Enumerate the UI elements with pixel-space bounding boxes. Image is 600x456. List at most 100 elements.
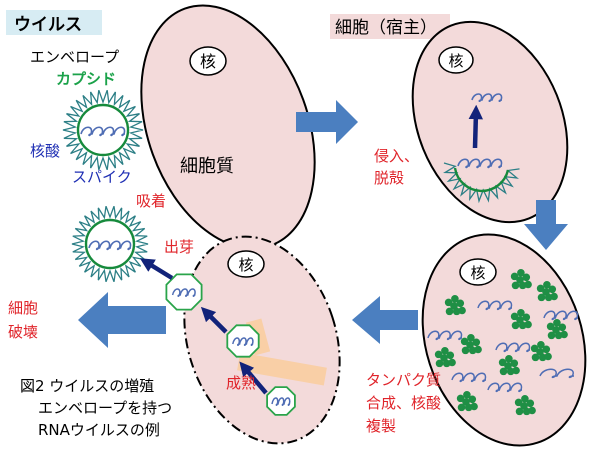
protein-lobe [512, 366, 520, 375]
nucleus-3-label: 核 [470, 264, 485, 282]
protein-cluster-8 [456, 391, 478, 412]
arrow-to-synthesis [524, 200, 568, 250]
synthesis-products [427, 269, 579, 416]
protein-cluster-3 [510, 309, 532, 330]
rna-strand [232, 337, 254, 346]
adsorption-label: 吸着 [136, 192, 166, 210]
virus-particles [62, 89, 520, 283]
protein-cluster-2 [444, 295, 466, 316]
protein-lobe [511, 281, 520, 290]
virion-rna [80, 126, 126, 137]
protein-lobe [547, 331, 556, 340]
protein-lobe [536, 284, 545, 293]
protein-lobe [458, 306, 466, 315]
virus-label: ウイルス [14, 15, 82, 35]
protein-cluster-9 [514, 395, 536, 416]
protein-lobe [537, 293, 546, 302]
protein-lobe [499, 367, 508, 376]
virion-free [62, 89, 144, 171]
protein-lobe [514, 398, 523, 407]
rna-copy-2 [495, 342, 531, 353]
particle-budding [165, 273, 203, 311]
budding-label: 出芽 [164, 238, 194, 256]
assembly-particles [139, 258, 296, 416]
protein-lobe [510, 272, 519, 281]
protein-lobe [542, 345, 551, 354]
destruction-label-line2: 破壊 [8, 323, 38, 341]
protein-lobe [515, 407, 524, 416]
protein-lobe [550, 292, 558, 301]
protein-lobe [537, 341, 545, 349]
protein-lobe [548, 285, 557, 294]
host-cell-3 [421, 233, 587, 447]
protein-cluster-5 [530, 341, 552, 362]
protein-lobe [517, 309, 525, 317]
capsid-octagon [165, 273, 203, 311]
protein-lobe [560, 330, 568, 339]
protein-lobe [510, 312, 519, 321]
protein-lobe [524, 280, 532, 289]
caption-line3: RNAウイルスの例 [38, 421, 160, 439]
protein-cluster-0 [510, 269, 532, 290]
protein-lobe [434, 350, 443, 359]
protein-lobe [468, 395, 477, 404]
host-cell-1 [140, 4, 316, 250]
maturation-label: 成熟 [226, 374, 256, 392]
arrow-to-entry [296, 100, 358, 144]
protein-lobe [444, 298, 453, 307]
capsid-label: カプシド [56, 70, 116, 88]
synthesis-label-line3: 複製 [366, 417, 396, 435]
nucleic-acid-label: 核酸 [30, 142, 60, 160]
protein-lobe [451, 295, 459, 303]
protein-lobe [457, 403, 466, 412]
protein-lobe [522, 313, 531, 322]
assembly-arrow-1 [239, 361, 268, 395]
arrow-to-destruction [78, 292, 166, 348]
protein-lobe [446, 351, 455, 360]
nucleus-2-label: 核 [448, 52, 463, 70]
virion-rna [88, 240, 132, 251]
rna-copy-4 [451, 372, 487, 383]
capsid-octagon [266, 386, 296, 416]
protein-lobe [531, 353, 540, 362]
protein-lobe [558, 323, 567, 332]
envelope-label: エンベロープ [30, 48, 119, 66]
nucleus-1 [189, 46, 227, 76]
entry-particle [443, 93, 520, 204]
protein-lobe [524, 320, 532, 329]
protein-lobe [472, 338, 481, 347]
cell-host-label: 細胞（宿主） [335, 18, 437, 38]
protein-lobe [463, 391, 471, 399]
entry-spikes [443, 162, 520, 204]
protein-lobe [441, 347, 449, 355]
nucleus-4 [227, 250, 265, 278]
protein-lobe [528, 406, 536, 415]
budding-arrow [139, 258, 174, 280]
entry-rna [457, 158, 503, 169]
protein-lobe [511, 321, 520, 330]
maturation-band [237, 352, 327, 386]
cytoplasm-label: 細胞質 [180, 156, 234, 177]
nucleus-2 [438, 46, 474, 74]
rna-copy-5 [487, 382, 523, 393]
assembly-arrow-2 [200, 306, 228, 334]
protein-lobe [467, 334, 475, 342]
synthesis-label-line1: タンパク質 [366, 371, 441, 389]
rna-copy-1 [427, 330, 463, 341]
caption-line1: 図2 ウイルスの増殖 [20, 377, 154, 395]
protein-lobe [456, 299, 465, 308]
protein-lobe [510, 359, 519, 368]
protein-lobe [544, 352, 552, 361]
protein-lobe [456, 394, 465, 403]
protein-lobe [543, 281, 551, 289]
protein-lobe [448, 358, 456, 367]
virion-released [71, 205, 149, 283]
rna-strand [271, 397, 291, 406]
entry-capsid [453, 167, 510, 193]
entry-label-line2: 脱殻 [374, 169, 404, 187]
protein-lobe [521, 395, 529, 403]
entry-label-line1: 侵入、 [374, 147, 419, 165]
protein-lobe [470, 402, 478, 411]
protein-lobe [522, 273, 531, 282]
protein-lobe [435, 359, 444, 368]
